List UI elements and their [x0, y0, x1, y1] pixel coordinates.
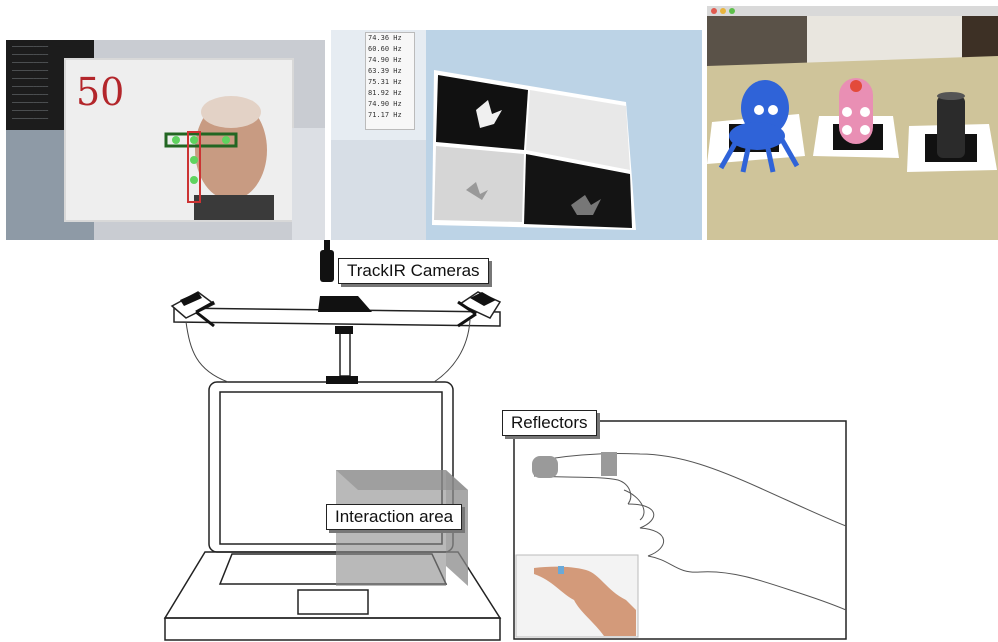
video-window: 50 [64, 58, 294, 222]
right-tracking-camera [457, 291, 502, 328]
readout-3: 63.39 Hz [368, 67, 402, 75]
fps-counter: 50 [76, 70, 125, 114]
ar-scene-image [707, 16, 998, 240]
hand-camera-photo: 74.36 Hz 60.60 Hz 74.90 Hz 63.39 Hz 75.3… [331, 30, 702, 240]
interaction-area-label: Interaction area [326, 504, 463, 530]
right-cable [433, 319, 471, 383]
reflector-band-tip [532, 456, 558, 478]
close-dot-icon [711, 8, 717, 14]
readout-window: 74.36 Hz 60.60 Hz 74.90 Hz 63.39 Hz 75.3… [331, 30, 428, 240]
left-tracking-camera [170, 291, 216, 328]
trackir-cameras-label: TrackIR Cameras [338, 258, 489, 284]
reflectors-label: Reflectors [502, 410, 597, 436]
readout-6: 74.90 Hz [368, 100, 402, 108]
readout-7: 71.17 Hz [368, 111, 402, 119]
reflector-band-knuckle [601, 452, 617, 476]
readout-2: 74.90 Hz [368, 56, 402, 64]
readout-0: 74.36 Hz [368, 34, 402, 42]
readout-5: 81.92 Hz [368, 89, 402, 97]
minimize-dot-icon [720, 8, 726, 14]
camera-mount [173, 240, 501, 384]
camera-quad-view [426, 30, 702, 240]
side-panel [292, 128, 325, 240]
face-image [66, 60, 292, 220]
left-cable [185, 321, 229, 383]
hand-drawing [533, 452, 847, 611]
hand-inset-photo [515, 554, 639, 638]
ar-scene-photo [707, 6, 998, 240]
readout-1: 60.60 Hz [368, 45, 402, 53]
zoom-dot-icon [729, 8, 735, 14]
readout-4: 75.31 Hz [368, 78, 402, 86]
face-tracking-photo: ———————————— ———————————— ———————————— —… [6, 40, 325, 240]
